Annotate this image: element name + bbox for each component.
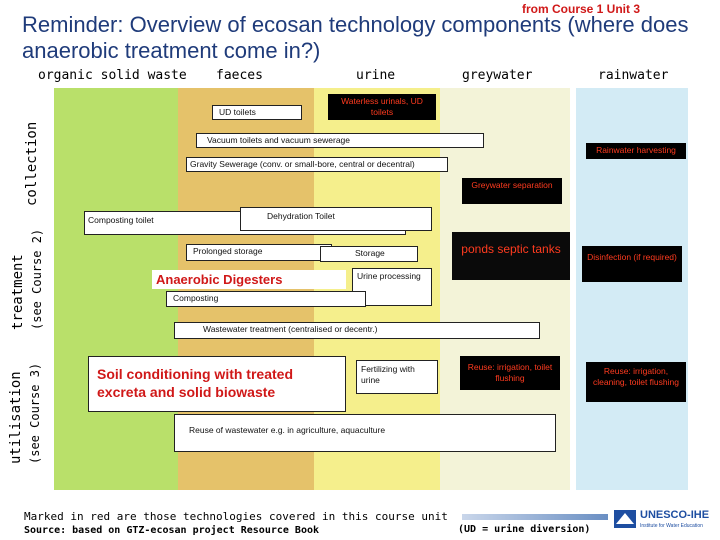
storage-box: Storage	[320, 246, 418, 262]
reuse-irrigation-cleaning-box: Reuse: irrigation, cleaning, toilet flus…	[586, 362, 686, 402]
footer-ud-note: (UD = urine diversion)	[458, 524, 591, 535]
rainwater-harvesting-box: Rainwater harvesting	[586, 143, 686, 159]
column-header-faeces: faeces	[216, 68, 263, 83]
logo-text: UNESCO-IHE	[640, 509, 710, 521]
row-label-treatment-note: (see Course 2)	[30, 228, 44, 330]
footer-band	[20, 506, 720, 540]
composting-box: Composting	[166, 291, 366, 307]
reuse-wastewater-box: Reuse of wastewater e.g. in agriculture,…	[174, 414, 556, 452]
unesco-ihe-logo-icon: UNESCO-IHE Institute for Water Education	[614, 508, 714, 536]
greywater-separation-box: Greywater separation	[462, 178, 562, 204]
reuse-irrigation-toilet-box: Reuse: irrigation, toilet flushing	[460, 356, 560, 390]
row-label-utilisation-note: (see Course 3)	[28, 362, 42, 464]
fertilizing-urine-box: Fertilizing with urine	[356, 360, 438, 394]
row-label-collection: collection	[24, 121, 40, 206]
column-header-organic: organic solid waste	[38, 68, 187, 83]
vacuum-toilets-box: Vacuum toilets and vacuum sewerage	[196, 133, 484, 148]
urine-processing-box: Urine processing	[352, 268, 432, 306]
gravity-sewerage-box: Gravity Sewerage (conv. or small-bore, c…	[186, 157, 448, 172]
waterless-urinals-box: Waterless urinals, UD toilets	[328, 94, 436, 120]
column-header-greywater: greywater	[462, 68, 533, 83]
prolonged-storage-box: Prolonged storage	[186, 244, 332, 261]
slide-title: Reminder: Overview of ecosan technology …	[22, 12, 689, 63]
footer-stripe	[462, 514, 608, 520]
footer-marked-note: Marked in red are those technologies cov…	[24, 510, 448, 523]
wastewater-treatment-box: Wastewater treatment (centralised or dec…	[174, 322, 540, 339]
ud-toilets-box: UD toilets	[212, 105, 302, 120]
dehydration-toilet-box: Dehydration Toilet	[240, 207, 432, 231]
row-label-treatment: treatment	[10, 254, 26, 330]
logo-subtext: Institute for Water Education	[640, 523, 703, 529]
disinfection-box: Disinfection (if required)	[582, 246, 682, 282]
footer-source: Source: based on GTZ-ecosan project Reso…	[24, 525, 320, 536]
column-organic	[54, 88, 178, 490]
ponds-septic-tanks-box: ponds septic tanks	[452, 232, 570, 280]
anaerobic-digesters-box: Anaerobic Digesters	[152, 270, 346, 289]
soil-conditioning-box: Soil conditioning with treated excreta a…	[88, 356, 346, 412]
column-header-rainwater: rainwater	[598, 68, 669, 83]
row-label-utilisation: utilisation	[8, 371, 24, 464]
course-reference: from Course 1 Unit 3	[522, 2, 641, 16]
column-header-urine: urine	[356, 68, 396, 83]
